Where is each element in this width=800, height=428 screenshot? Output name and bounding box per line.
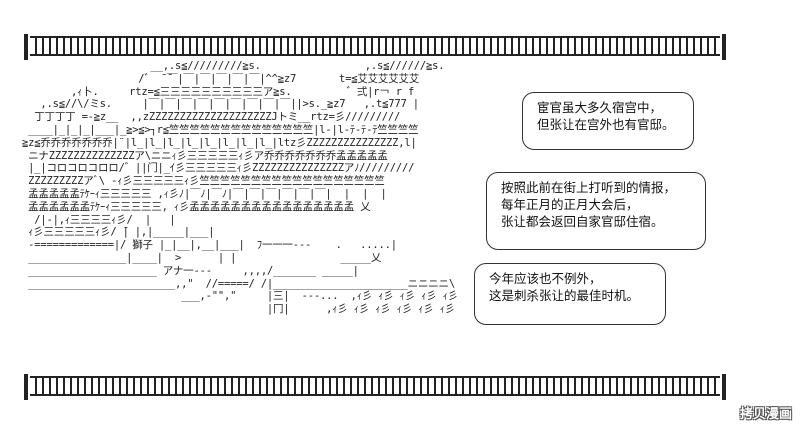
bubble-1-line-2: 但张让在宫外也有官邸。 [537,117,675,132]
film-strip-bottom [24,374,726,400]
speech-bubble-1: 宦官虽大多久宿宫中， 但张让在宫外也有官邸。 [522,92,694,150]
ascii-art-scene: __,.s≦/////////≧s. ,.s≦//////≧s. /゛ ̄ ̄￣… [22,60,458,316]
bubble-3-line-2: 这是刺杀张让的最佳时机。 [489,288,640,303]
bubble-2-line-2: 每年正月的正月大会后， [501,197,639,212]
film-strip-top [24,34,726,60]
bubble-3-line-1: 今年应该也不例外， [489,271,602,286]
speech-bubble-2: 按照此前在街上打听到的情报， 每年正月的正月大会后， 张让都会返回自家官邸住宿。 [486,172,706,250]
bubble-1-line-1: 宦官虽大多久宿宫中， [537,100,663,115]
bubble-2-line-3: 张让都会返回自家官邸住宿。 [501,214,664,229]
speech-bubble-3: 今年应该也不例外， 这是刺杀张让的最佳时机。 [474,263,666,325]
watermark: 拷贝漫画 [739,407,792,422]
bubble-2-line-1: 按照此前在街上打听到的情报， [501,180,677,195]
